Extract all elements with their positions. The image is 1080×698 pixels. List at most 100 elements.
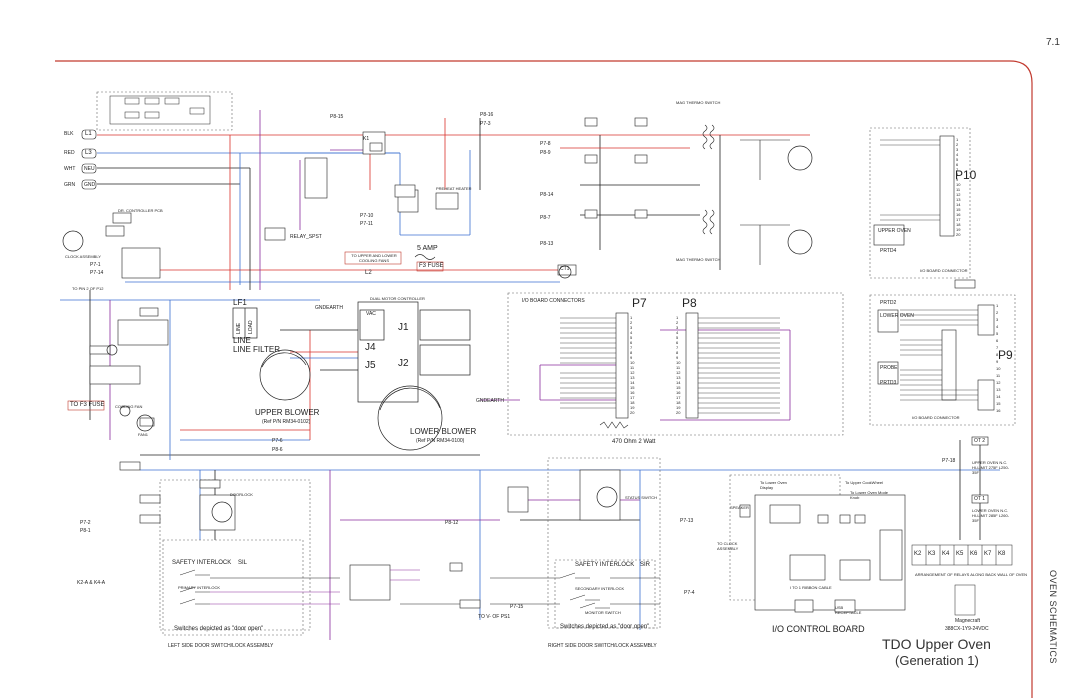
wire-label-p7-15: P7-15 — [510, 604, 524, 610]
pin-number: 5 — [996, 331, 999, 336]
terminal-neu: NEU — [84, 166, 95, 172]
relay-spst-label: RELAY_SPST — [290, 234, 322, 240]
pin-number: 5 — [676, 335, 679, 340]
pin-number: 13 — [676, 375, 681, 380]
wire-label-p7-13: P7-13 — [680, 518, 694, 524]
pin-number: 11 — [996, 373, 1001, 378]
pin-number: 3 — [676, 325, 679, 330]
pin-number: 17 — [676, 395, 681, 400]
pin-number: 20 — [630, 410, 635, 415]
load-label: LOAD — [248, 320, 254, 334]
io-board — [739, 494, 906, 613]
resistor-470 — [599, 421, 629, 429]
right-depicted-note: Switches depicted as "door open" — [560, 624, 650, 630]
relay-k8: K8 — [998, 551, 1006, 557]
pin-number: 3 — [956, 147, 959, 152]
wire-label-p8-1: P8-1 — [80, 528, 91, 534]
pin-number: 11 — [630, 365, 635, 370]
to-v-label: TO V- OF PS1 — [478, 614, 511, 620]
to-f3-fuse-label: TO F3 FUSE — [70, 402, 105, 408]
pin-number: 7 — [676, 345, 679, 350]
to-pin2-label: TO PIN 2 OF P12 — [72, 286, 104, 291]
io-connector-strips — [615, 135, 995, 419]
wire-blk: BLK — [64, 131, 74, 137]
wire-label-p7-1: P7-1 — [90, 262, 101, 268]
primary-interlock-label: PRIMARY INTERLOCK — [178, 585, 221, 590]
pin-number: 12 — [996, 380, 1001, 385]
interlock-switches — [179, 569, 660, 609]
pin-number: 2 — [630, 320, 633, 325]
preheat-heater-label: PREHEAT HEATER — [436, 186, 472, 191]
f3-fuse-label: F3 FUSE — [419, 263, 444, 269]
wire-label-p7-4: P7-4 — [684, 590, 695, 596]
pin-number: 13 — [956, 197, 961, 202]
right-interlock-tag: SIR — [640, 562, 651, 568]
pin-number: 18 — [676, 400, 681, 405]
cooling-fan-label: COOLING FAN — [115, 404, 143, 409]
gndearth-label: GNDEARTH — [315, 305, 343, 311]
pin-number: 9 — [676, 355, 679, 360]
pin-number: 15 — [956, 207, 961, 212]
line-filter-label: LINE FILTER — [233, 345, 280, 354]
relay-row-frame — [911, 544, 1013, 616]
wire-wht: WHT — [64, 166, 76, 172]
terminal-l3: L3 — [85, 150, 92, 156]
secondary-interlock-label: SECONDARY INTERLOCK — [575, 586, 625, 591]
pin-number: 1 — [630, 315, 633, 320]
clock-assembly-label: CLOCK ASSEMBLY — [65, 254, 101, 259]
wire-label-p8-7: P8-7 — [540, 215, 551, 221]
pin-number: 18 — [956, 222, 961, 227]
pin-number: 4 — [676, 330, 679, 335]
pin-number: 19 — [956, 227, 961, 232]
pin-number: 7 — [996, 345, 999, 350]
pin-number: 9 — [996, 359, 999, 364]
dr-controller-label: DR. CONTROLLER PCB — [118, 208, 163, 213]
io-board-connector-label: I/O BOARD CONNECTOR — [920, 268, 968, 273]
to-clock-label: TO CLOCK ASSEMBLY — [717, 541, 739, 551]
lower-blower-label: LOWER BLOWER — [410, 427, 477, 436]
to-lower-display-label: To Lower Oven Display — [760, 480, 787, 490]
relay-k6: K6 — [970, 551, 978, 557]
wire-label-p7-6: P7-6 — [272, 438, 283, 444]
pin-number: 15 — [996, 401, 1001, 406]
pin-number: 14 — [630, 380, 635, 385]
speaker-label: SPEAKER — [730, 505, 749, 510]
resistor-label: 470 Ohm 2 Watt — [612, 439, 656, 445]
ribbon-label: I TO 1 RIBBON CABLE — [790, 585, 832, 590]
pin-number: 2 — [956, 142, 959, 147]
lower-oven-label: LOWER OVEN — [880, 313, 914, 319]
pin-number: 4 — [630, 330, 633, 335]
pin-number: 7 — [956, 167, 959, 172]
mag-thermo-label-2: MAG THERMO SWITCH — [676, 257, 721, 262]
terminals — [81, 129, 97, 190]
transformers — [702, 124, 790, 265]
wire-label-p8-13: P8-13 — [540, 241, 554, 247]
line-filter-label-1: LINE — [233, 336, 251, 345]
relay-k7: K7 — [984, 551, 992, 557]
pin-number: 20 — [956, 232, 961, 237]
terminal-l1: L1 — [85, 131, 92, 137]
upper-hi-limit-label: UPPER OVEN N.C. HI-LIMIT 275F L250-35F — [972, 460, 1010, 475]
pin-number: 8 — [996, 352, 999, 357]
pin-number: 18 — [630, 400, 635, 405]
to-lower-mode-knob-label: To Lower Oven Mode Knob — [850, 490, 889, 500]
pin-number: 5 — [956, 157, 959, 162]
relay-k1-label: K1 — [363, 136, 370, 142]
relay-k4: K4 — [942, 551, 950, 557]
to-upper-cookwheel-label: To Upper CookWheel — [845, 480, 884, 485]
wire-label-p7-8: P7-8 — [540, 141, 551, 147]
lower-hi-limit-label: LOWER OVEN N.C. HI-LIMIT 285F L260-35F — [972, 508, 1010, 523]
page-subtitle: (Generation 1) — [895, 653, 979, 668]
status-switch-label: STATUS SWITCH — [625, 495, 658, 500]
pin-number: 6 — [676, 340, 679, 345]
pin-number: 15 — [676, 385, 681, 390]
left-interlock-tag: SIL — [238, 560, 248, 566]
magnecraft-label: Magnecraft — [955, 618, 981, 624]
j2-label: J2 — [398, 358, 409, 369]
wire-label-k2-k3: K2-A & K4-A — [77, 580, 106, 586]
pin-number: 3 — [996, 317, 999, 322]
j5-label: J5 — [365, 360, 376, 371]
hi-limit-boxes — [873, 224, 989, 504]
wire-label-p8-16: P8-16 — [480, 112, 494, 118]
pin-number: 19 — [676, 405, 681, 410]
